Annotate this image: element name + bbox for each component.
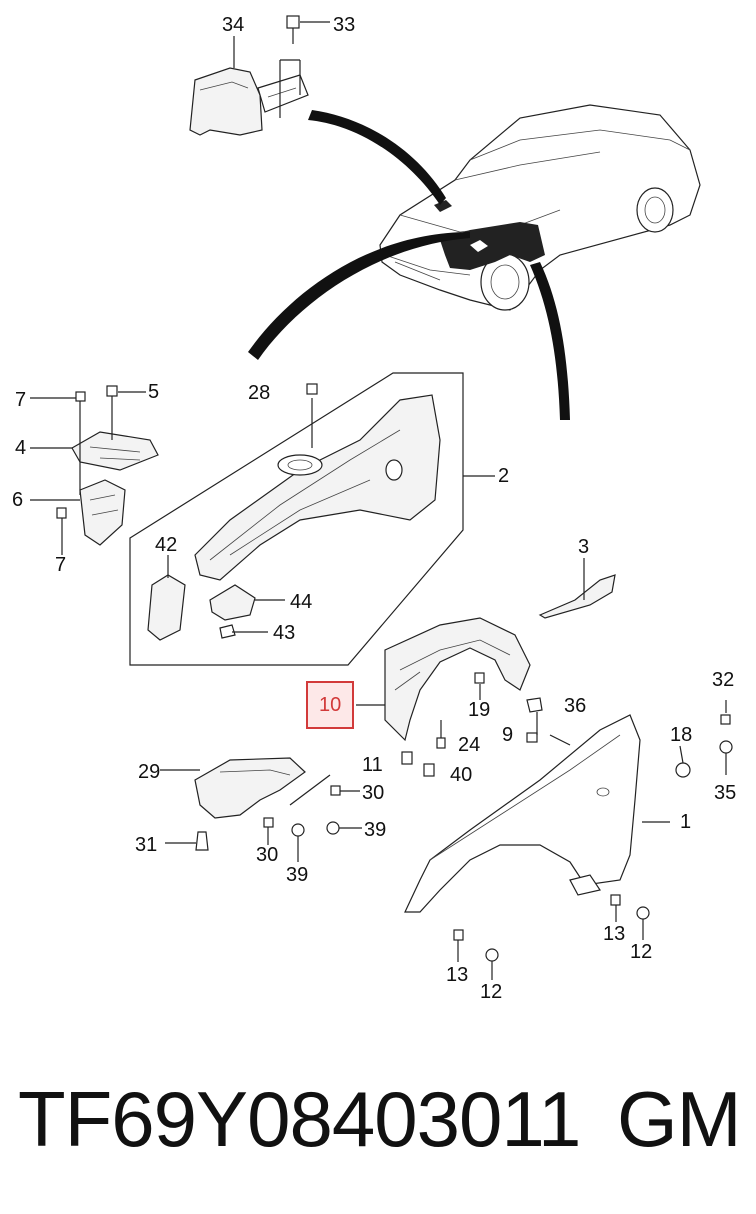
callout-44: 44 bbox=[290, 591, 313, 613]
brand-label: GM bbox=[617, 1075, 742, 1163]
callout-4: 4 bbox=[15, 437, 27, 459]
callout-19: 19 bbox=[468, 699, 491, 721]
callout-30-right: 30 bbox=[362, 782, 385, 804]
part-number: TF69Y08403011 bbox=[18, 1075, 581, 1163]
callout-12-right: 12 bbox=[630, 941, 653, 963]
callout-18: 18 bbox=[670, 724, 693, 746]
callout-5: 5 bbox=[148, 381, 160, 403]
parts-diagram bbox=[30, 15, 733, 980]
highlight-box bbox=[306, 681, 354, 729]
callout-1: 1 bbox=[680, 811, 692, 833]
callout-12-left: 12 bbox=[480, 981, 503, 1003]
callout-10: 10 bbox=[319, 694, 342, 716]
callout-32: 32 bbox=[712, 669, 735, 691]
callout-11: 11 bbox=[362, 754, 383, 776]
callout-43: 43 bbox=[273, 622, 296, 644]
diagram-drawing bbox=[30, 15, 733, 980]
callout-30-left: 30 bbox=[256, 844, 279, 866]
callout-7-top: 7 bbox=[15, 389, 27, 411]
callout-7-bottom: 7 bbox=[55, 554, 67, 576]
callout-35: 35 bbox=[714, 782, 737, 804]
callout-39-right: 39 bbox=[364, 819, 387, 841]
callout-39-left: 39 bbox=[286, 864, 309, 886]
callout-24: 24 bbox=[458, 734, 481, 756]
callout-34: 34 bbox=[222, 14, 245, 36]
callout-13-right: 13 bbox=[603, 923, 626, 945]
callout-28: 28 bbox=[248, 382, 271, 404]
callout-42: 42 bbox=[155, 534, 178, 556]
callout-6: 6 bbox=[12, 489, 24, 511]
callout-3: 3 bbox=[578, 536, 590, 558]
callout-33: 33 bbox=[333, 14, 356, 36]
callout-29: 29 bbox=[138, 761, 161, 783]
callout-36: 36 bbox=[564, 695, 587, 717]
callout-9: 9 bbox=[502, 724, 514, 746]
callout-2: 2 bbox=[498, 465, 510, 487]
callout-40: 40 bbox=[450, 764, 473, 786]
callout-31: 31 bbox=[135, 834, 158, 856]
car-illustration bbox=[379, 104, 701, 311]
callout-13-left: 13 bbox=[446, 964, 469, 986]
